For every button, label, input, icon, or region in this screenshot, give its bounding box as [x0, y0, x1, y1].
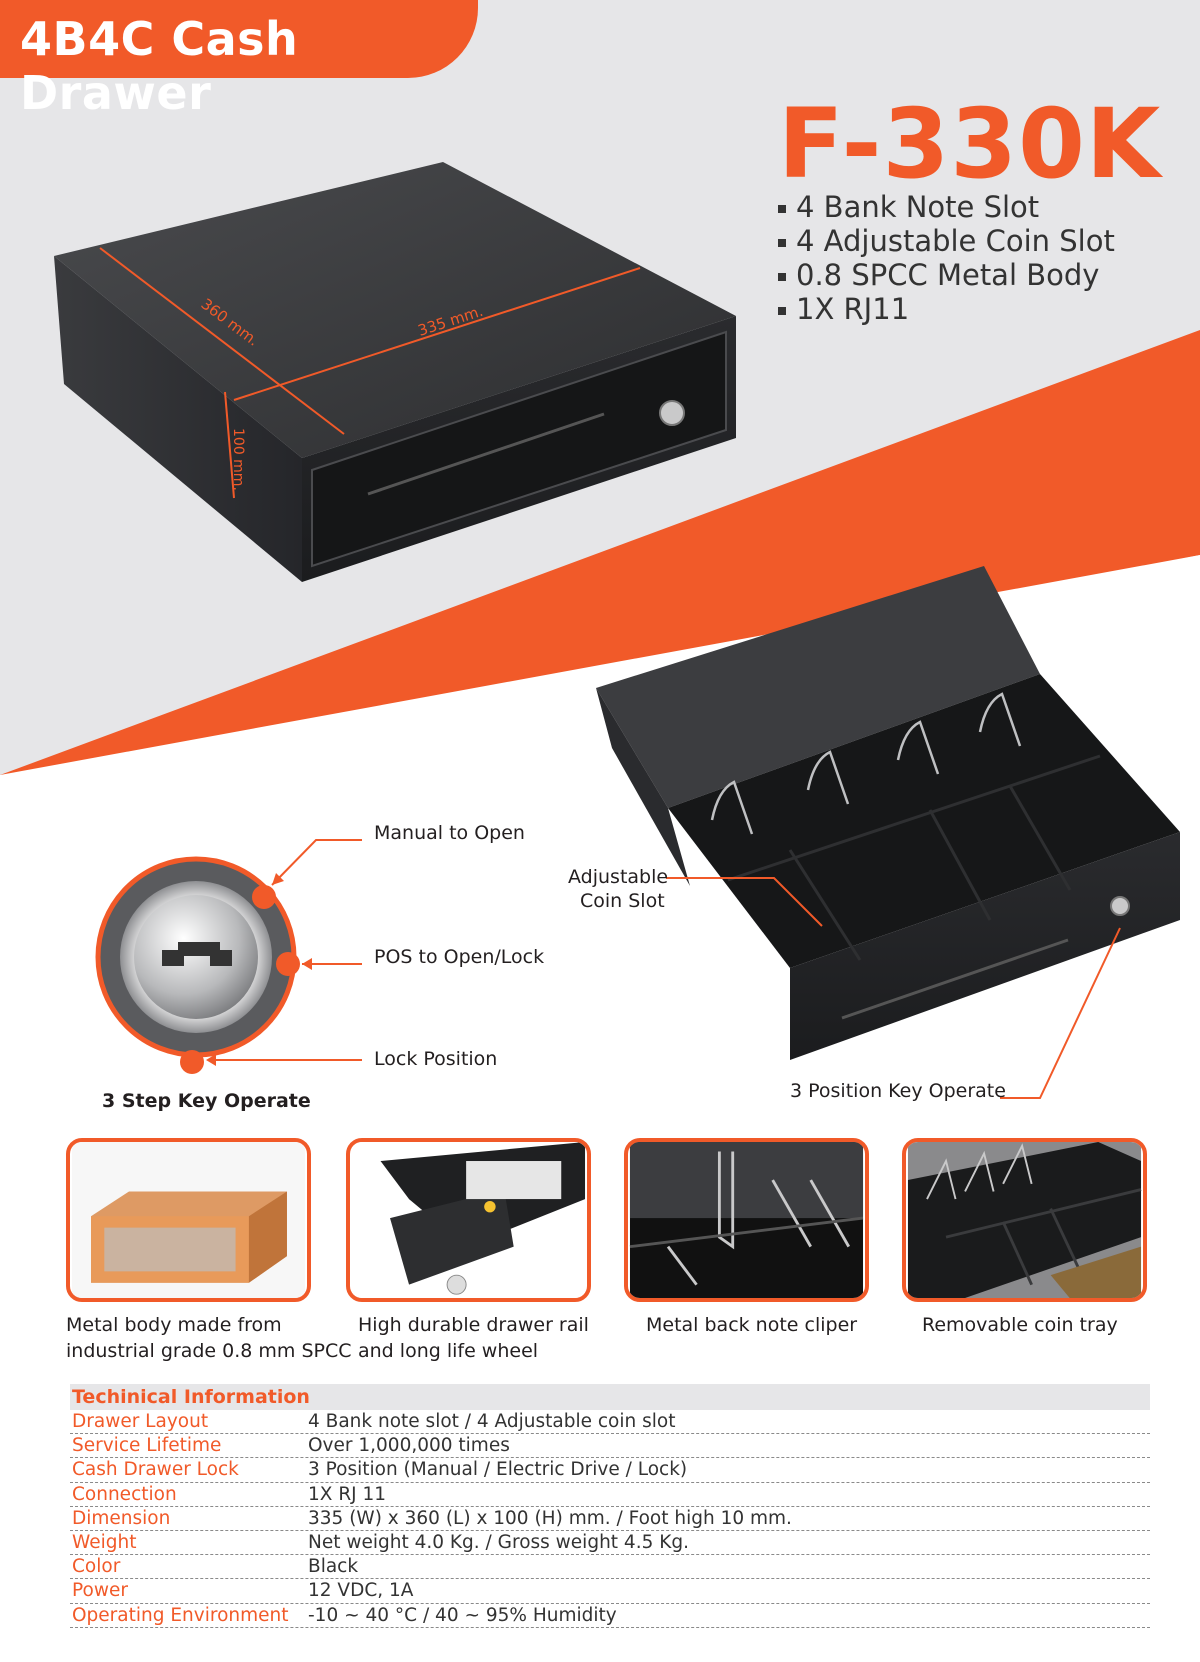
callout-position-key: 3 Position Key Operate	[790, 1080, 1006, 1102]
bullet-icon	[778, 307, 786, 315]
callout-adjustable: Adjustable	[568, 866, 669, 888]
product-illustrations: 360 mm. 335 mm. 100 mm.	[54, 162, 1180, 1099]
bullet-icon	[778, 239, 786, 247]
feature-item: 1X RJ11	[778, 292, 1115, 326]
title-banner: 4B4C Cash Drawer	[0, 0, 478, 120]
note-cliper-image	[629, 1142, 864, 1298]
feature-item: 4 Bank Note Slot	[778, 190, 1115, 224]
spec-row: Operating Environment-10 ~ 40 °C / 40 ~ …	[70, 1604, 1150, 1628]
bullet-icon	[778, 205, 786, 213]
feature-list: 4 Bank Note Slot 4 Adjustable Coin Slot …	[778, 190, 1115, 326]
key-lock-diagram	[95, 839, 362, 1074]
closed-drawer-image: 360 mm. 335 mm. 100 mm.	[54, 162, 736, 582]
callout-lock-position: Lock Position	[374, 1048, 498, 1070]
caption-note-cliper: Metal back note cliper	[646, 1314, 858, 1336]
caption-metal-body: Metal body made from industrial grade 0.…	[66, 1314, 352, 1362]
thumbnail-drawer-rail	[346, 1138, 591, 1302]
callout-pos-open-lock: POS to Open/Lock	[374, 946, 545, 968]
open-drawer-image	[596, 566, 1180, 1099]
feature-item: 0.8 SPCC Metal Body	[778, 258, 1115, 292]
page-title: 4B4C Cash Drawer	[20, 12, 299, 120]
callout-manual-open: Manual to Open	[374, 822, 525, 844]
model-number: F-330K	[778, 88, 1162, 200]
caption-drawer-rail: High durable drawer rail and long life w…	[358, 1314, 589, 1362]
feature-item: 4 Adjustable Coin Slot	[778, 224, 1115, 258]
metal-body-image	[71, 1142, 306, 1298]
callout-step-key: 3 Step Key Operate	[102, 1090, 311, 1112]
bullet-icon	[778, 273, 786, 281]
thumbnail-metal-body	[66, 1138, 311, 1302]
dimension-height-label: 100 mm.	[230, 428, 246, 491]
caption-coin-tray: Removable coin tray	[922, 1314, 1118, 1336]
drawer-rail-image	[351, 1142, 586, 1298]
thumbnail-note-cliper	[624, 1138, 869, 1302]
thumbnail-coin-tray	[902, 1138, 1147, 1302]
spec-heading: Techinical Information	[70, 1384, 1150, 1410]
callout-coin-slot: Coin Slot	[580, 890, 665, 912]
coin-tray-image	[907, 1142, 1142, 1298]
